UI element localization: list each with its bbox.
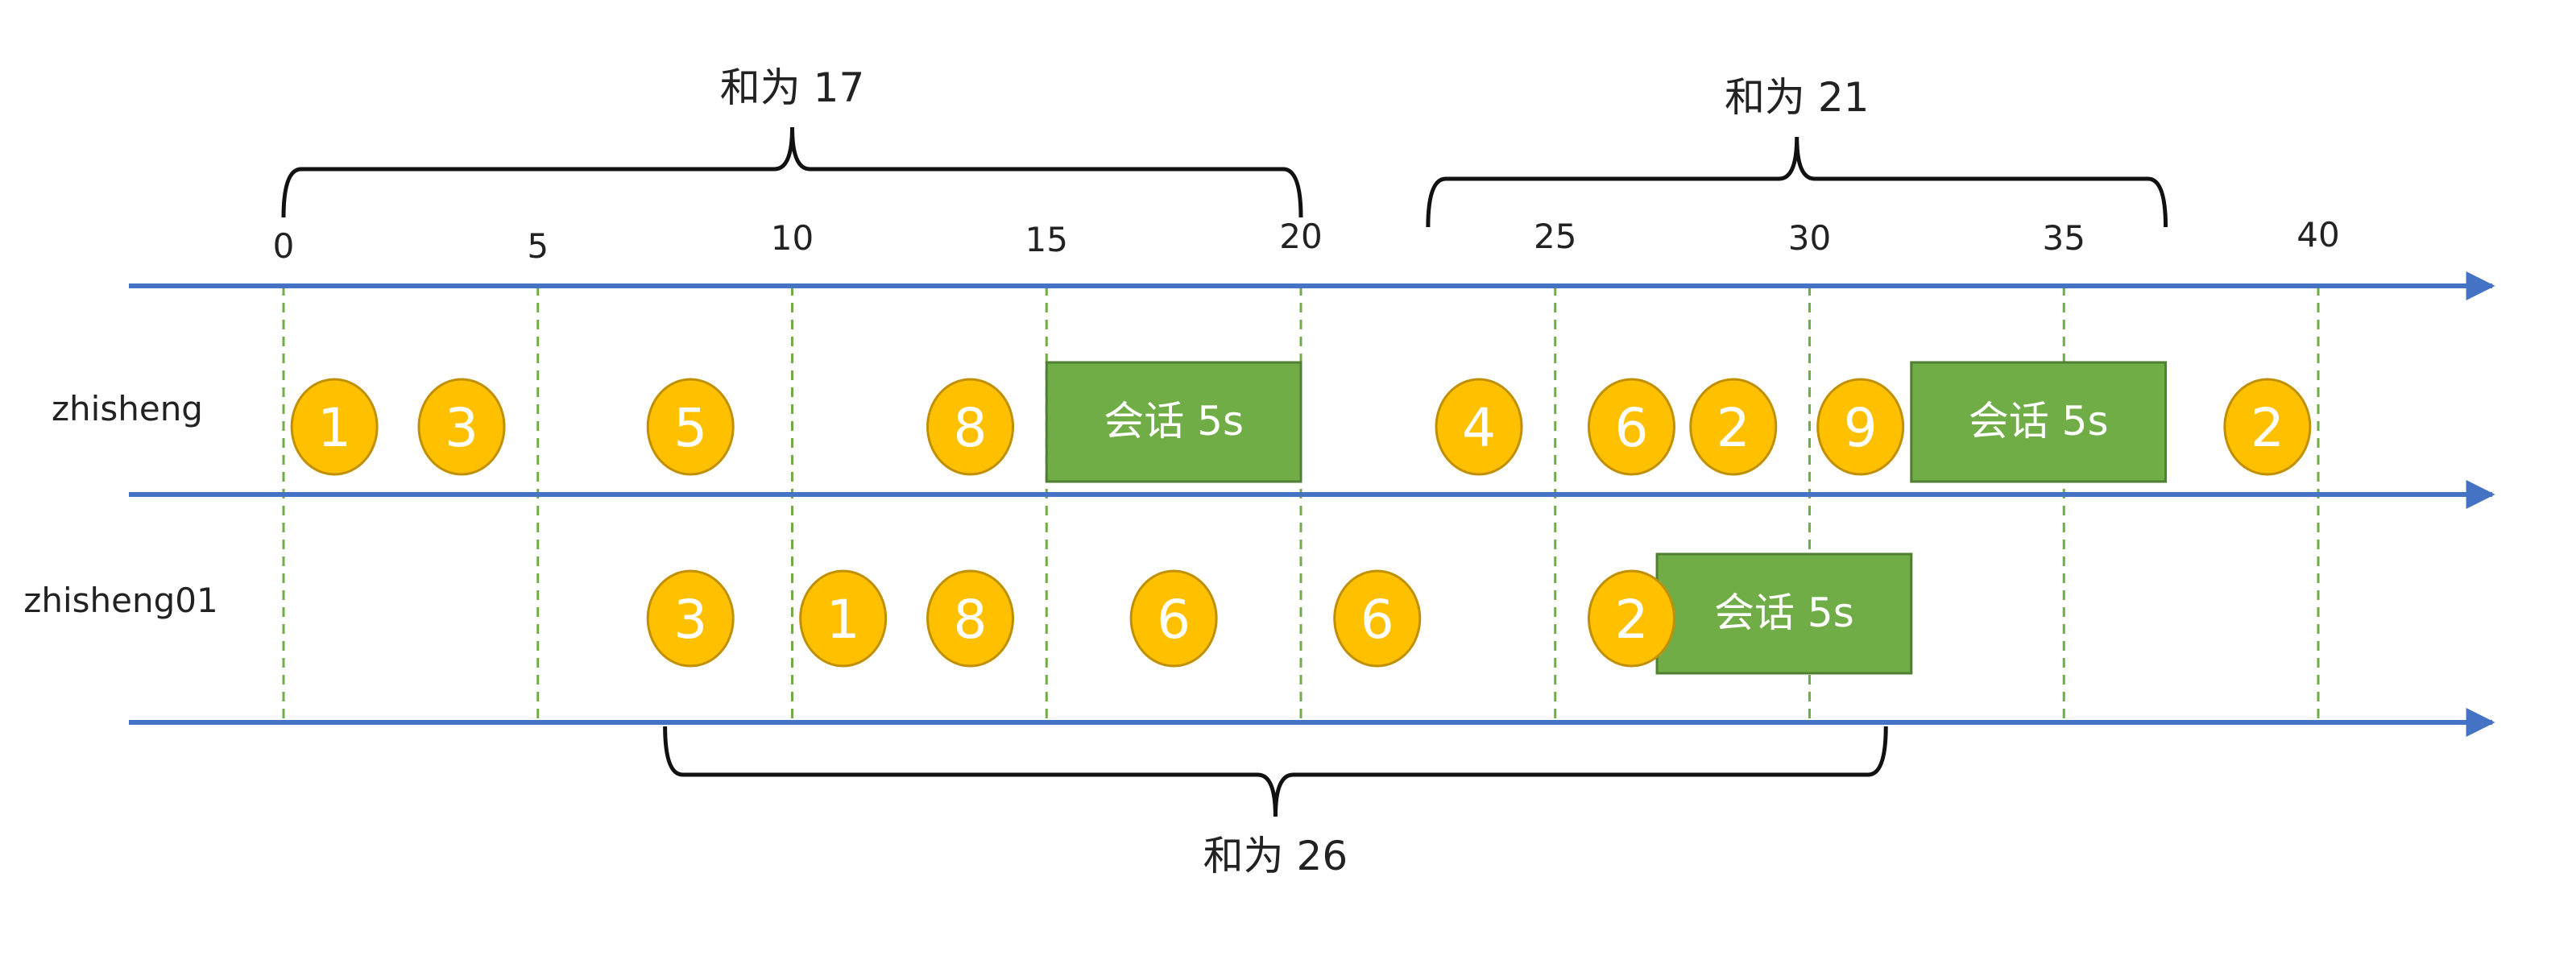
event-circle: [1587, 378, 1675, 476]
event-value: 2: [1717, 397, 1750, 459]
event-value: 1: [826, 589, 860, 651]
sum-brace: [281, 126, 1303, 218]
event-circle: [1435, 378, 1523, 476]
row-label: zhisheng: [52, 389, 203, 428]
event-value: 8: [954, 397, 988, 459]
event-circle: [799, 569, 888, 668]
event-circle: [1333, 569, 1422, 668]
session-window-label: 会话 5s: [1104, 398, 1244, 445]
session-window-box: [1655, 552, 1913, 675]
event-circle: [646, 569, 735, 668]
session-window-label: 会话 5s: [1714, 589, 1854, 636]
session-window-box: [1910, 361, 2168, 483]
tick-label: 40: [2296, 215, 2339, 254]
tick-label: 10: [771, 218, 814, 258]
event-circle: [1129, 569, 1218, 668]
sum-brace: [663, 726, 1888, 817]
sum-label: 和为 26: [1203, 833, 1348, 879]
event-circle: [926, 569, 1015, 668]
event-circle: [646, 378, 735, 476]
event-value: 1: [317, 397, 351, 459]
event-circle: [1587, 569, 1675, 668]
event-value: 2: [2251, 397, 2284, 459]
sum-label: 和为 17: [720, 64, 865, 111]
event-value: 8: [954, 589, 988, 651]
event-value: 5: [673, 397, 707, 459]
tick-label: 20: [1279, 217, 1322, 256]
tick-label: 25: [1534, 217, 1576, 256]
event-value: 3: [445, 397, 478, 459]
sum-brace: [1426, 136, 2168, 228]
event-value: 4: [1462, 397, 1496, 459]
sum-label: 和为 21: [1725, 74, 1870, 121]
session-window-label: 会话 5s: [1969, 398, 2109, 445]
session-window-box: [1045, 361, 1302, 483]
event-value: 9: [1844, 397, 1878, 459]
event-value: 6: [1360, 589, 1394, 651]
event-circle: [417, 378, 506, 476]
event-circle: [1689, 378, 1778, 476]
event-circle: [2223, 378, 2312, 476]
event-circle: [926, 378, 1015, 476]
row-label: zhisheng01: [23, 581, 217, 620]
tick-label: 15: [1025, 220, 1068, 259]
event-value: 2: [1614, 589, 1648, 651]
tick-label: 35: [2043, 218, 2085, 258]
tick-label: 5: [527, 226, 549, 266]
tick-label: 0: [273, 226, 295, 266]
event-value: 6: [1614, 397, 1648, 459]
event-value: 3: [673, 589, 707, 651]
tick-label: 30: [1788, 218, 1831, 258]
event-circle: [1816, 378, 1905, 476]
event-circle: [290, 378, 379, 476]
event-value: 6: [1157, 589, 1191, 651]
